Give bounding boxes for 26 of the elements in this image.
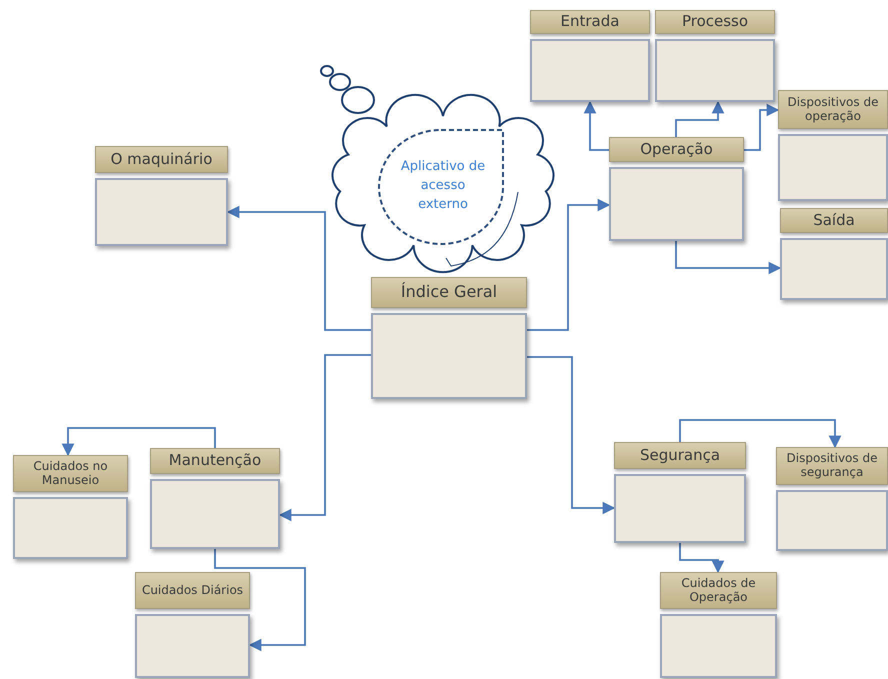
arrow [675,100,724,137]
section-header: O maquinário [95,146,228,173]
arrow [278,354,371,522]
arrow [675,241,782,274]
arrow [226,206,371,331]
section-header: Entrada [530,10,650,34]
arrow [527,356,616,514]
arrow [62,427,216,456]
section-header: Manutenção [150,448,280,474]
shape-label: Aplicativo de acesso externo [400,158,486,214]
section-header: Índice Geral [371,277,527,308]
section-header: Cuidados de Operação [660,572,777,609]
section-header: Dispositivos de operação [778,90,888,129]
section-header: Saída [780,208,888,233]
arrow [744,104,780,151]
section-header: Cuidados Diários [135,572,250,609]
section-header: Cuidados no Manuseio [13,455,128,492]
arrow [584,100,609,151]
section-header: Processo [655,10,775,34]
arrow [679,543,724,574]
section-header: Dispositivos de segurança [776,447,888,485]
section-header: Segurança [614,442,746,469]
arrow [527,198,610,331]
section-header: Operação [609,137,744,162]
arrow [214,549,306,652]
arrow [679,419,842,448]
